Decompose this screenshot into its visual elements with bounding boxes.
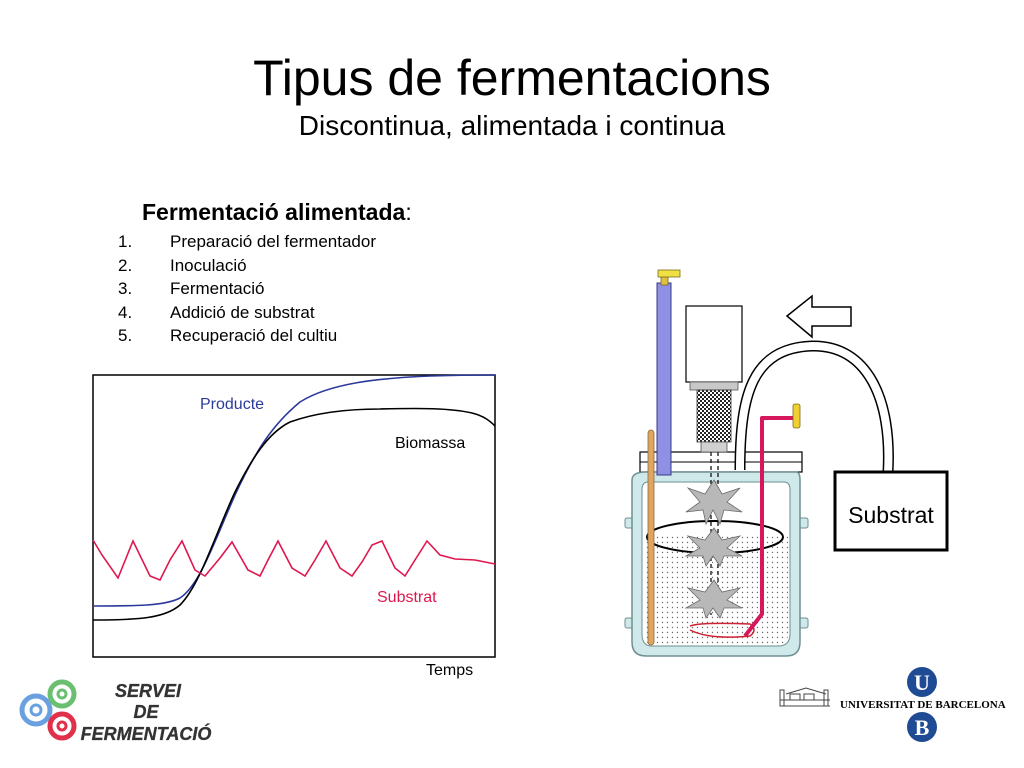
servei-fermentacio-logo: SERVEI DE FERMENTACIÓ (19, 679, 212, 744)
university-building-icon (779, 687, 830, 707)
slide-title: Tipus de fermentacions (253, 50, 771, 106)
biomassa-label: Biomassa (395, 435, 465, 452)
producte-label: Producte (200, 396, 264, 413)
section-heading: Fermentació alimentada: (142, 198, 412, 226)
step-item: 3. Fermentació (118, 277, 376, 301)
impeller (685, 479, 743, 526)
ub-logo: UNIVERSITAT DE BARCELONA U B (779, 667, 1006, 742)
step-text: Addició de substrat (170, 302, 315, 322)
fermentation-steps-list: 1. Preparació del fermentador 2. Inoculaci… (118, 230, 376, 348)
producte-curve (92, 374, 496, 607)
step-text: Preparació del fermentador (170, 232, 377, 251)
step-number: 1. (118, 232, 133, 251)
substrate-box (833, 470, 949, 552)
step-number: 4. (118, 302, 133, 322)
x-axis-label: Temps (426, 662, 473, 679)
servei-logo-line1: SERVEI (115, 681, 182, 701)
step-item: 4. Addició de substrat (118, 301, 376, 325)
ub-badge-b (907, 712, 937, 742)
section-heading-bold: Fermentació alimentada (142, 199, 406, 225)
thermometer (647, 429, 655, 646)
substrat-label: Substrat (377, 589, 437, 606)
step-text: Inoculació (170, 255, 247, 275)
section-heading-suffix: : (405, 199, 412, 225)
step-number: 2. (118, 255, 133, 275)
fermenter-diagram: Substrat (624, 269, 949, 657)
ub-badge-u (907, 667, 937, 697)
step-item: 1. Preparació del fermentador (118, 230, 376, 254)
spiral-logo-icon (19, 679, 77, 741)
servei-logo-line3: FERMENTACIÓ (81, 723, 212, 744)
ub-letter-u: U (914, 670, 930, 695)
motor-coupling (696, 389, 732, 443)
feed-tube (743, 416, 795, 638)
impeller (684, 527, 743, 567)
step-text: Fermentació (170, 279, 265, 298)
substrate-box-label: Substrat (848, 502, 934, 528)
motor-housing (685, 305, 743, 383)
step-item: 2. Inoculació (118, 254, 376, 278)
ub-name: UNIVERSITAT DE BARCELONA (840, 699, 1006, 711)
sparger-ring (689, 622, 755, 638)
impeller (684, 579, 743, 619)
graph-frame (92, 374, 496, 658)
step-number: 5. (118, 326, 133, 345)
slide-subtitle: Discontinua, alimentada i continua (298, 110, 726, 141)
step-number: 3. (118, 279, 133, 298)
feed-valve (792, 403, 801, 429)
probe-cap (657, 269, 681, 278)
concentration-graph: Producte Biomassa Substrat Temps (92, 374, 496, 679)
substrat-curve (92, 539, 496, 582)
servei-logo-line2: DE (133, 702, 159, 722)
probe (656, 282, 672, 476)
step-item: 5. Recuperació del cultiu (118, 324, 376, 348)
biomassa-curve (92, 407, 496, 621)
flow-arrow-icon (785, 294, 852, 339)
step-text: Recuperació del cultiu (170, 326, 338, 345)
ub-letter-b: B (915, 715, 930, 740)
